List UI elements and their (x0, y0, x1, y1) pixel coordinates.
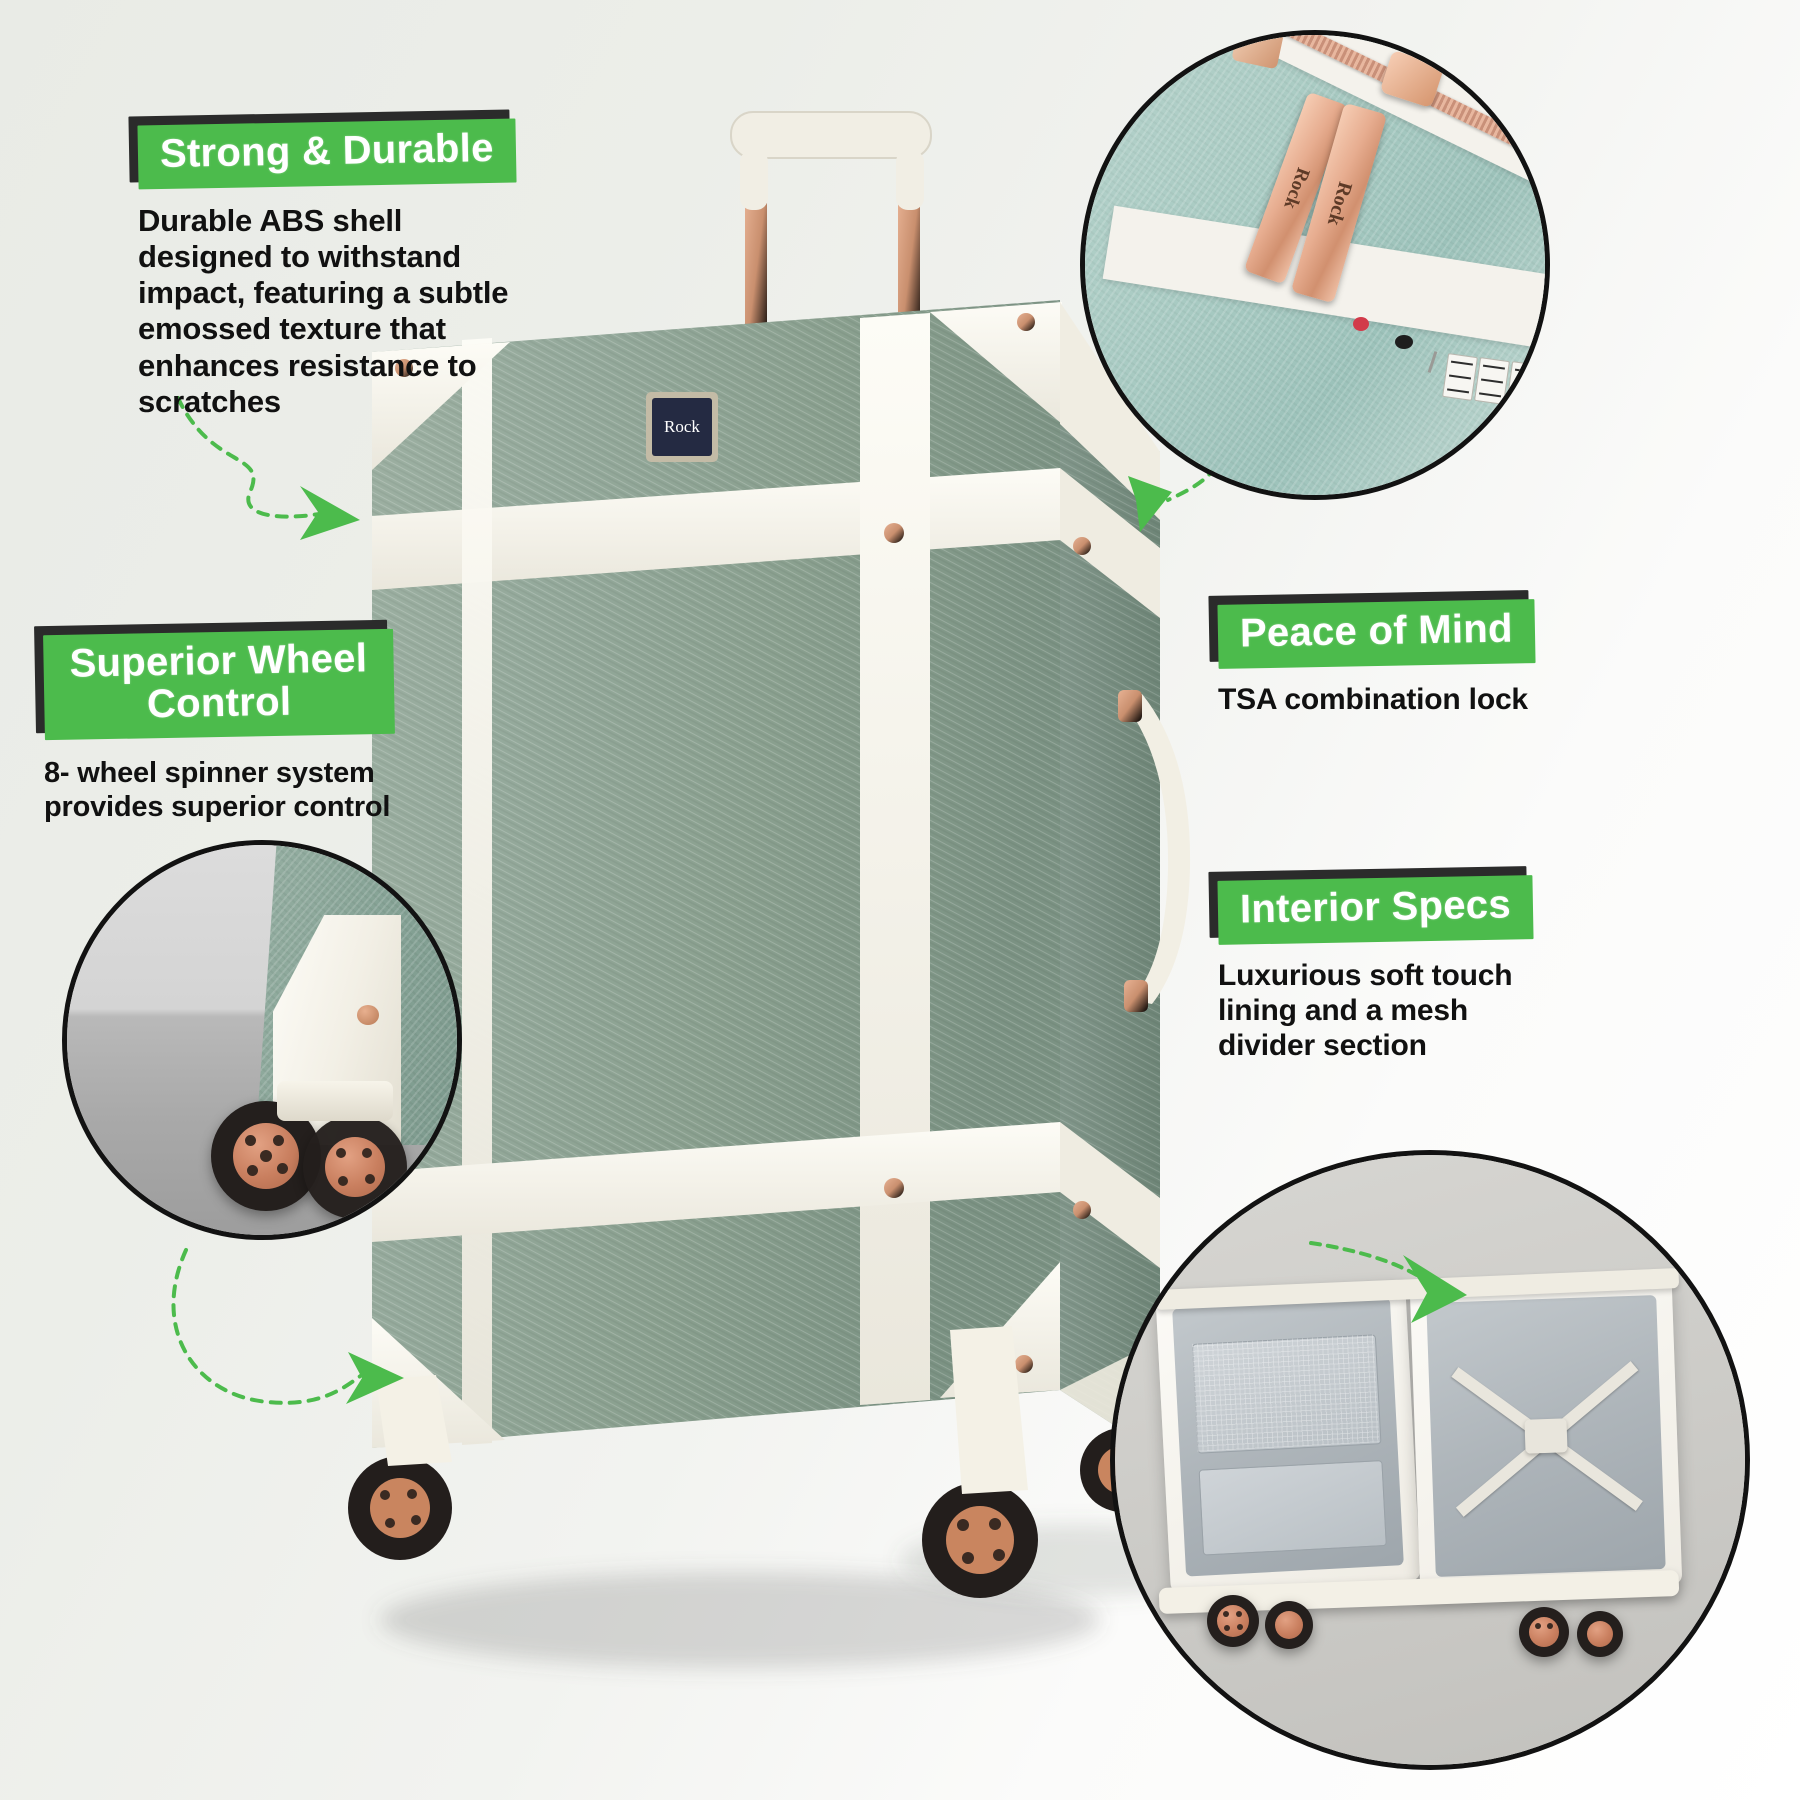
inset-lock-detail: Rock Rock (1080, 30, 1550, 500)
callout-peace-of-mind: Peace of Mind TSA combination lock (1208, 590, 1618, 717)
callout-peace-title: Peace of Mind (1239, 606, 1514, 656)
inset-wheel-detail (62, 840, 462, 1240)
brand-badge (646, 392, 718, 462)
callout-interior-specs: Interior Specs Luxurious soft touch lini… (1208, 866, 1618, 1063)
callout-wheel-banner: Superior Wheel Control (34, 619, 395, 741)
brand-badge-label: Rock (652, 398, 712, 456)
wheel-rivet (357, 1005, 379, 1025)
callout-wheel-title: Superior Wheel Control (69, 636, 368, 726)
callout-superior-wheel-control: Superior Wheel Control 8- wheel spinner … (34, 619, 444, 825)
callout-strong-durable-banner: Strong & Durable (128, 109, 517, 190)
callout-strong-durable: Strong & Durable Durable ABS shell desig… (128, 109, 528, 420)
banner-green: Peace of Mind (1217, 599, 1536, 669)
banner-green: Strong & Durable (137, 118, 517, 190)
callout-interior-title: Interior Specs (1239, 882, 1512, 932)
callout-peace-body: TSA combination lock (1218, 682, 1528, 716)
callout-strong-durable-body: Durable ABS shell designed to withstand … (138, 202, 509, 419)
badge-text: Rock (664, 417, 700, 436)
callout-strong-durable-title: Strong & Durable (159, 125, 495, 177)
banner-green: Superior Wheel Control (43, 628, 395, 741)
zip-pull-left-text: Rock (1279, 164, 1314, 212)
callout-interior-banner: Interior Specs (1208, 866, 1534, 945)
banner-green: Interior Specs (1217, 875, 1534, 945)
callout-wheel-body: 8- wheel spinner system provides superio… (44, 757, 391, 824)
inset-interior-detail (1110, 1150, 1750, 1770)
side-carry-handle (1118, 690, 1191, 1012)
callout-interior-body: Luxurious soft touch lining and a mesh d… (1218, 958, 1513, 1062)
zip-pull-right-text: Rock (1322, 178, 1357, 228)
callout-peace-banner: Peace of Mind (1208, 590, 1536, 669)
